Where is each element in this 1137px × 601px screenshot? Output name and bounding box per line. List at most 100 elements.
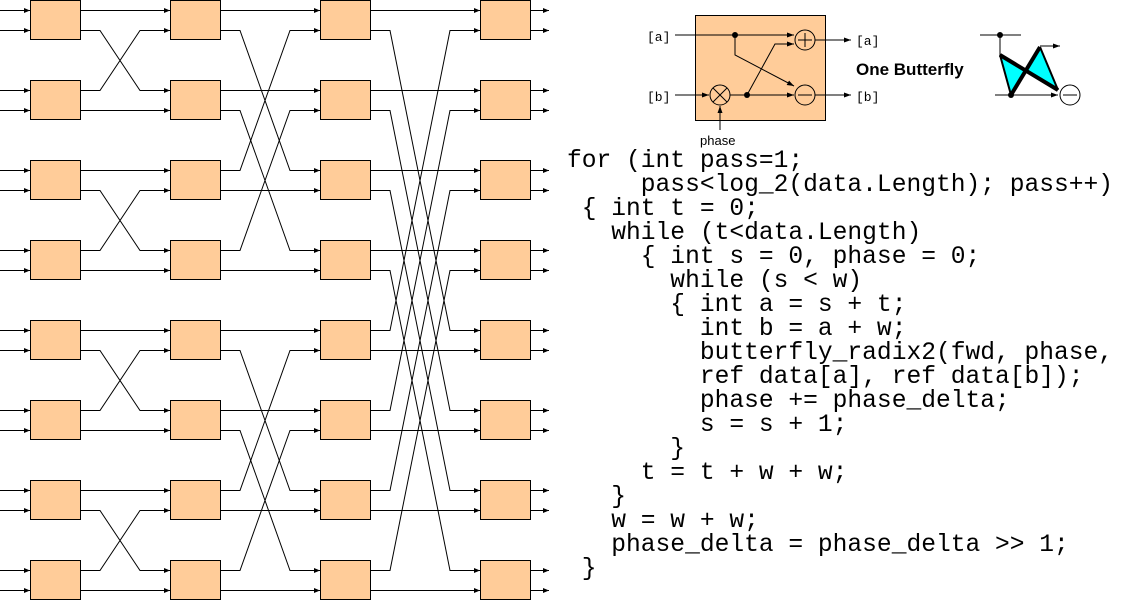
code-line: { int s = 0, phase = 0;	[567, 244, 981, 271]
stage-wire-crossed	[80, 190, 170, 253]
network-wires	[0, 8, 549, 593]
sketch-edge-2	[1039, 46, 1059, 91]
code-line: w = w + w;	[567, 508, 759, 535]
butterfly-output-b-label: [b]	[856, 90, 879, 105]
butterfly-box-s1-r7	[30, 480, 81, 520]
stage-wire-crossed	[370, 28, 480, 331]
split-dot-a	[732, 32, 738, 38]
butterfly-box-s1-r2	[30, 80, 81, 120]
butterfly-box-s2-r3	[170, 160, 221, 200]
butterfly-box-s3-r1	[320, 0, 371, 40]
code-line: int b = a + w;	[567, 316, 907, 343]
network-boxes	[30, 0, 531, 600]
sketch-wing-right	[1025, 47, 1058, 90]
stage-wire-crossed	[220, 350, 320, 493]
butterfly-box-s1-r1	[30, 0, 81, 40]
code-line: }	[567, 484, 627, 511]
fft-code-listing: for (int pass=1; pass<log_2(data.Length)…	[567, 148, 1114, 583]
butterfly-input-a-label: [a]	[647, 30, 670, 45]
butterfly-box-s2-r4	[170, 240, 221, 280]
code-line: ref data[a], ref data[b]);	[567, 364, 1084, 391]
code-line: }	[567, 436, 686, 463]
sketch-dot-bottom	[1008, 92, 1014, 98]
stage-wire-crossed	[80, 28, 170, 91]
multiplier-cross-2	[712, 87, 728, 103]
code-line: butterfly_radix2(fwd, phase,	[567, 340, 1114, 367]
code-line: }	[567, 556, 597, 583]
stage-wire-crossed	[80, 508, 170, 571]
butterfly-box-s3-r3	[320, 160, 371, 200]
code-line: pass<log_2(data.Length); pass++)	[567, 172, 1114, 199]
code-line: for (int pass=1;	[567, 148, 804, 175]
butterfly-input-b-label: [b]	[647, 90, 670, 105]
stage-wire-crossed	[80, 188, 170, 251]
butterfly-box-s3-r6	[320, 400, 371, 440]
adder-icon	[794, 29, 816, 51]
sketch-subtractor-icon	[1059, 84, 1081, 106]
code-line: phase += phase_delta;	[567, 388, 1010, 415]
butterfly-sketch	[980, 32, 1081, 106]
stage-wire-crossed	[220, 428, 320, 571]
code-line: { int a = s + t;	[567, 292, 907, 319]
stage-wire-crossed	[220, 430, 320, 573]
code-line: t = t + w + w;	[567, 460, 848, 487]
butterfly-box-s3-r5	[320, 320, 371, 360]
butterfly-title: One Butterfly	[856, 60, 964, 79]
subtractor-icon	[794, 84, 816, 106]
butterfly-box-s1-r5	[30, 320, 81, 360]
butterfly-box-s3-r2	[320, 80, 371, 120]
butterfly-box-s1-r8	[30, 560, 81, 600]
butterfly-box-s1-r4	[30, 240, 81, 280]
butterfly-box-s4-r6	[480, 400, 531, 440]
sketch-dot-top	[997, 32, 1003, 38]
butterfly-box-s4-r3	[480, 160, 531, 200]
butterfly-box-s1-r6	[30, 400, 81, 440]
sketch-thick-2	[1009, 45, 1042, 97]
code-line: s = s + 1;	[567, 412, 848, 439]
butterfly-box	[695, 15, 826, 121]
fft-network	[0, 0, 549, 600]
stage-wire-crossed	[220, 110, 320, 253]
stage-wire-crossed	[370, 188, 480, 491]
butterfly-box-s4-r7	[480, 480, 531, 520]
stage-wire-crossed	[220, 348, 320, 491]
stage-wire-crossed	[220, 108, 320, 251]
code-line: phase_delta = phase_delta >> 1;	[567, 532, 1069, 559]
stage-wire-crossed	[220, 30, 320, 173]
butterfly-box-s2-r5	[170, 320, 221, 360]
butterfly-box-s2-r2	[170, 80, 221, 120]
stage-wire-crossed	[370, 268, 480, 571]
butterfly-box-s3-r4	[320, 240, 371, 280]
butterfly-output-a-label: [a]	[856, 34, 879, 49]
butterfly-box-s2-r6	[170, 400, 221, 440]
split-dot-b	[744, 92, 750, 98]
butterfly-box-s4-r4	[480, 240, 531, 280]
code-line: while (t<data.Length)	[567, 220, 922, 247]
multiplier-cross-1	[712, 87, 728, 103]
code-line: { int t = 0;	[567, 196, 759, 223]
cross-wire-a	[734, 35, 795, 87]
stage-wire-crossed	[80, 348, 170, 411]
sketch-thick-1	[998, 53, 1060, 92]
butterfly-box-s4-r1	[480, 0, 531, 40]
stage-wire-crossed	[370, 108, 480, 411]
multiplier-icon	[709, 84, 731, 106]
phase-label: phase	[700, 133, 735, 148]
stage-wire-crossed	[80, 510, 170, 573]
butterfly-box-s2-r1	[170, 0, 221, 40]
stage-wire-crossed	[80, 350, 170, 413]
code-line: while (s < w)	[567, 268, 863, 295]
cross-wire-b	[746, 41, 794, 96]
butterfly-box-s4-r8	[480, 560, 531, 600]
butterfly-box-s1-r3	[30, 160, 81, 200]
butterfly-box-s2-r7	[170, 480, 221, 520]
butterfly-box-s4-r2	[480, 80, 531, 120]
stage-wire-crossed	[220, 28, 320, 171]
butterfly-box-s3-r7	[320, 480, 371, 520]
sketch-wing-left	[1000, 55, 1025, 95]
stage-wire-crossed	[80, 30, 170, 93]
butterfly-box-s4-r5	[480, 320, 531, 360]
butterfly-box-s2-r8	[170, 560, 221, 600]
sketch-edge-1	[999, 54, 1012, 96]
butterfly-box-s3-r8	[320, 560, 371, 600]
